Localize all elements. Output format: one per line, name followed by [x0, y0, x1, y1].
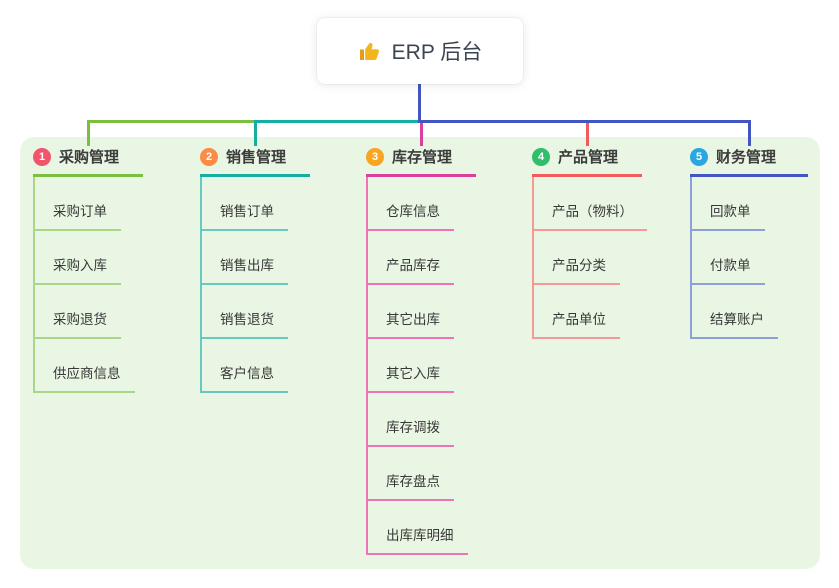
- branch-number-badge: 2: [200, 147, 218, 166]
- branch-title: 财务管理: [716, 149, 777, 166]
- bus-segment-right: [418, 120, 751, 123]
- child-node-label[interactable]: 产品分类: [532, 254, 620, 285]
- child-node: 其它入库: [366, 339, 476, 393]
- child-node-label[interactable]: 产品（物料）: [532, 200, 647, 231]
- child-node-label[interactable]: 采购退货: [33, 308, 121, 339]
- root-title: ERP 后台: [391, 41, 483, 64]
- child-node-label[interactable]: 库存盘点: [366, 470, 454, 501]
- branch-column: 3 库存管理仓库信息产品库存其它出库其它入库库存调拨库存盘点出库库明细: [366, 146, 476, 555]
- child-node: 产品单位: [532, 285, 642, 339]
- child-node-label[interactable]: 销售出库: [200, 254, 288, 285]
- child-node: 销售退货: [200, 285, 310, 339]
- branch-number-badge: 5: [690, 147, 708, 166]
- branch-children: 仓库信息产品库存其它出库其它入库库存调拨库存盘点出库库明细: [366, 177, 476, 555]
- child-node: 产品库存: [366, 231, 476, 285]
- children-rail-line: [532, 177, 534, 339]
- child-node-label[interactable]: 销售订单: [200, 200, 288, 231]
- child-node: 销售出库: [200, 231, 310, 285]
- child-node-label[interactable]: 库存调拨: [366, 416, 454, 447]
- child-node: 其它出库: [366, 285, 476, 339]
- bus-segment-left: [87, 120, 257, 123]
- branch-column: 4 产品管理产品（物料） 产品分类产品单位: [532, 146, 647, 339]
- child-node-label[interactable]: 仓库信息: [366, 200, 454, 231]
- child-node: 产品分类: [532, 231, 642, 285]
- child-node-label[interactable]: 采购订单: [33, 200, 121, 231]
- child-node-label[interactable]: 供应商信息: [33, 362, 135, 393]
- child-node: 仓库信息: [366, 177, 476, 231]
- child-node: 采购订单: [33, 177, 143, 231]
- child-node: 客户信息: [200, 339, 310, 393]
- branch-header[interactable]: 2 销售管理: [200, 146, 310, 177]
- branch-header[interactable]: 5 财务管理: [690, 146, 808, 177]
- children-rail-line: [200, 177, 202, 393]
- child-node: 采购退货: [33, 285, 143, 339]
- branch-children: 销售订单销售出库销售退货客户信息: [200, 177, 310, 393]
- child-node-label[interactable]: 产品单位: [532, 308, 620, 339]
- child-node: 采购入库: [33, 231, 143, 285]
- child-node: 库存调拨: [366, 393, 476, 447]
- child-node: 回款单: [690, 177, 808, 231]
- child-node-label[interactable]: 付款单: [690, 254, 765, 285]
- branch-number-badge: 3: [366, 147, 384, 166]
- branch-drop-line: [748, 123, 751, 146]
- branch-drop-line: [87, 123, 90, 146]
- children-rail-line: [690, 177, 692, 339]
- branches-panel: [20, 137, 820, 569]
- children-rail-line: [366, 177, 368, 555]
- branch-children: 采购订单采购入库采购退货供应商信息: [33, 177, 143, 393]
- branch-header[interactable]: 1 采购管理: [33, 146, 143, 177]
- child-node: 销售订单: [200, 177, 310, 231]
- branch-header[interactable]: 4 产品管理: [532, 146, 642, 177]
- child-node: 供应商信息: [33, 339, 143, 393]
- children-rail-line: [33, 177, 35, 393]
- branch-number-badge: 4: [532, 147, 550, 166]
- child-node-label[interactable]: 产品库存: [366, 254, 454, 285]
- branch-drop-line: [586, 123, 589, 146]
- child-node-label[interactable]: 出库库明细: [366, 524, 468, 555]
- child-node: 付款单: [690, 231, 808, 285]
- branch-children: 产品（物料） 产品分类产品单位: [532, 177, 647, 339]
- branch-title: 销售管理: [226, 149, 287, 166]
- branch-column: 2 销售管理销售订单销售出库销售退货客户信息: [200, 146, 310, 393]
- thumbs-up-icon: [358, 39, 382, 63]
- branch-children: 回款单付款单结算账户: [690, 177, 808, 339]
- branch-column: 5 财务管理回款单付款单结算账户: [690, 146, 808, 339]
- child-node-label[interactable]: 结算账户: [690, 308, 778, 339]
- child-node-label[interactable]: 其它入库: [366, 362, 454, 393]
- bus-segment-middle: [254, 120, 419, 123]
- child-node: 产品（物料）: [532, 177, 647, 231]
- trunk-line: [418, 84, 421, 123]
- branch-title: 库存管理: [392, 149, 453, 166]
- child-node-label[interactable]: 采购入库: [33, 254, 121, 285]
- branch-column: 1 采购管理采购订单采购入库采购退货供应商信息: [33, 146, 143, 393]
- branch-drop-line: [420, 123, 423, 146]
- child-node-label[interactable]: 回款单: [690, 200, 765, 231]
- child-node: 出库库明细: [366, 501, 476, 555]
- child-node-label[interactable]: 其它出库: [366, 308, 454, 339]
- branch-drop-line: [254, 123, 257, 146]
- root-node[interactable]: ERP 后台: [317, 18, 523, 84]
- child-node-label[interactable]: 销售退货: [200, 308, 288, 339]
- child-node: 库存盘点: [366, 447, 476, 501]
- child-node-label[interactable]: 客户信息: [200, 362, 288, 393]
- branch-title: 采购管理: [59, 149, 120, 166]
- branch-header[interactable]: 3 库存管理: [366, 146, 476, 177]
- branch-number-badge: 1: [33, 147, 51, 166]
- branch-title: 产品管理: [558, 149, 619, 166]
- child-node: 结算账户: [690, 285, 808, 339]
